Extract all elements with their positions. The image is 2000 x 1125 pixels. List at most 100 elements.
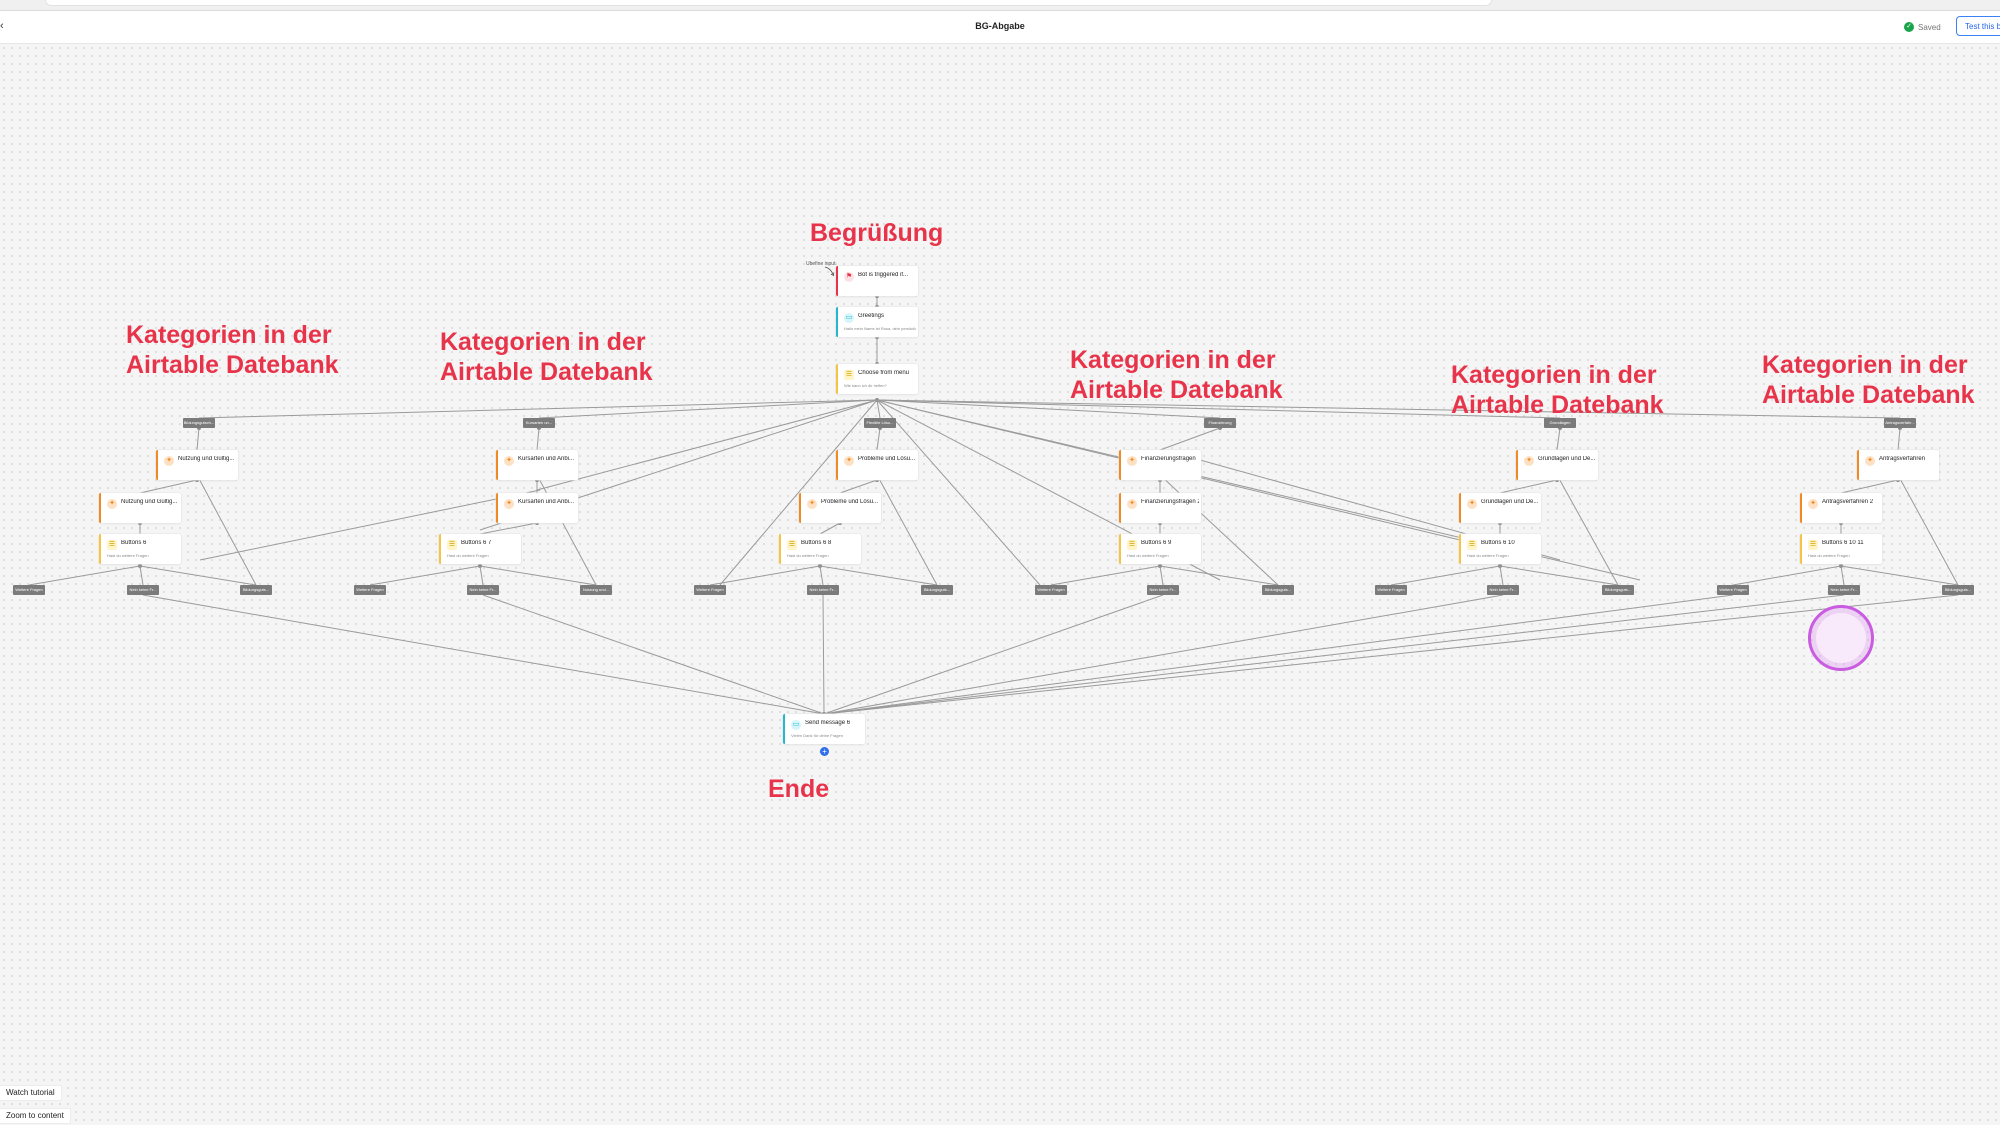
connection-line — [482, 594, 825, 715]
annotation-line: Airtable Datebank — [1070, 376, 1283, 404]
trigger-node[interactable]: ⚑Bot is triggered if... — [836, 266, 918, 296]
answer-chip[interactable]: Weitere Fragen — [1375, 585, 1407, 595]
category-chip[interactable]: Grundlagen — [1544, 418, 1576, 428]
annotation-line: Airtable Datebank — [440, 358, 653, 386]
ai-step-node-2[interactable]: ✦Nutzung und Gültig... — [99, 493, 181, 523]
back-chevron-icon[interactable]: ‹ — [0, 20, 4, 32]
connection-line — [198, 399, 878, 419]
annotation-line: Kategorien in der — [126, 321, 332, 349]
category-chip[interactable]: Finanzierung — [1204, 418, 1236, 428]
address-bar[interactable] — [45, 0, 1492, 6]
ai-step-node[interactable]: ✦Probleme und Lösu... — [836, 450, 918, 480]
node-label: Buttons 6 10 — [1481, 540, 1515, 546]
test-bot-button[interactable]: Test this bot — [1956, 16, 2000, 36]
annotation-line: Kategorien in der — [1070, 346, 1276, 374]
connection-line — [1159, 565, 1279, 586]
connection-line — [876, 399, 881, 419]
button-list-icon: ☰ — [1808, 540, 1818, 550]
ai-step-node-2[interactable]: ✦Probleme und Lösu... — [799, 493, 881, 523]
answer-chip[interactable]: Nein keine Fr... — [467, 585, 499, 595]
sparkle-icon: ✦ — [1127, 456, 1137, 466]
watch-tutorial-button[interactable]: Watch tutorial — [0, 1086, 61, 1100]
category-chip[interactable]: Kursarten un... — [523, 418, 555, 428]
answer-chip[interactable]: Bildungsguts... — [240, 585, 272, 595]
sparkle-icon: ✦ — [1467, 499, 1477, 509]
node-label: Finanzierungsfragen — [1141, 456, 1196, 462]
connection-line — [28, 565, 141, 586]
connection-line — [199, 489, 541, 561]
answer-chip[interactable]: Nein keine Fr... — [1487, 585, 1519, 595]
annotation-line: Airtable Datebank — [1451, 391, 1664, 419]
answer-chip[interactable]: Nein keine Fr... — [1147, 585, 1179, 595]
sparkle-icon: ✦ — [107, 499, 117, 509]
add-step-plus-icon[interactable]: + — [820, 747, 829, 756]
connection-line — [1840, 565, 1845, 586]
connection-line — [1732, 565, 1842, 586]
answer-chip[interactable]: Bildungsguts... — [1262, 585, 1294, 595]
node-label: Buttons 6 9 — [1141, 540, 1172, 546]
connection-line — [1159, 427, 1221, 451]
sparkle-icon: ✦ — [164, 456, 174, 466]
zoom-to-content-button[interactable]: Zoom to content — [0, 1109, 70, 1123]
answer-chip[interactable]: Weitere Fragen — [694, 585, 726, 595]
connection-line — [1556, 427, 1561, 451]
answer-chip[interactable]: Bildungsguts... — [1942, 585, 1974, 595]
category-chip[interactable]: Bildungsgutsch... — [183, 418, 215, 428]
ai-step-node-2[interactable]: ✦Grundlagen und De... — [1459, 493, 1541, 523]
ai-step-node[interactable]: ✦Antragsverfahren — [1857, 450, 1939, 480]
check-circle-icon: ✓ — [1904, 22, 1914, 32]
save-status: ✓ Saved — [1904, 22, 1941, 32]
ai-step-node[interactable]: ✦ Nutzung und Gültig... — [156, 450, 238, 480]
ai-step-node[interactable]: ✦Kursarten und Anbi... — [496, 450, 578, 480]
connection-line — [876, 399, 1561, 419]
chat-bubble-icon: ▭ — [791, 720, 801, 730]
answer-chip[interactable]: Weitere Fragen — [354, 585, 386, 595]
button-list-icon: ☰ — [1127, 540, 1137, 550]
category-chip[interactable]: Flexible Lösu... — [864, 418, 896, 428]
answer-chip[interactable]: Nein keine Fr... — [127, 585, 159, 595]
curved-arrow-icon — [824, 266, 835, 277]
connection-line — [196, 474, 257, 586]
node-label: Nutzung und Gültig... — [178, 456, 235, 462]
ai-step-node[interactable]: ✦Grundlagen und De... — [1516, 450, 1598, 480]
connection-line — [1499, 479, 1558, 494]
answer-chip[interactable]: Nein keine Fr... — [807, 585, 839, 595]
answer-chip[interactable]: Weitere Fragen — [13, 585, 45, 595]
category-chip[interactable]: Antragsverfahr... — [1884, 418, 1916, 428]
connection-line — [1897, 474, 1959, 586]
sparkle-icon: ✦ — [1865, 456, 1875, 466]
answer-chip[interactable]: Bildungsguts... — [921, 585, 953, 595]
button-list-icon: ☰ — [1467, 540, 1477, 550]
connection-line — [139, 565, 257, 586]
answer-chip[interactable]: Nein keine Fr... — [1828, 585, 1860, 595]
unique-input-note: Ubefine input — [806, 261, 836, 267]
connection-line — [719, 399, 878, 586]
node-label: Probleme und Lösu... — [821, 499, 879, 505]
connection-line — [1390, 565, 1501, 586]
answer-chip[interactable]: Bildungsguts... — [1602, 585, 1634, 595]
chat-bubble-icon: ▭ — [844, 313, 854, 323]
ai-step-node[interactable]: ✦ Finanzierungsfragen — [1119, 450, 1201, 480]
ai-step-node-2[interactable]: ✦Antragsverfahren 2 — [1800, 493, 1882, 523]
ai-step-node-2[interactable]: ✦Kursarten und Anbi... — [496, 493, 578, 523]
answer-chip[interactable]: Weitere Fragen — [1035, 585, 1067, 595]
node-label: Bot is triggered if... — [858, 272, 909, 278]
answer-chip[interactable]: Weitere Fragen — [1717, 585, 1749, 595]
node-preview: Wie kann ich dir helfen? — [844, 383, 887, 388]
connection-line — [823, 594, 1504, 715]
ai-step-node-2[interactable]: ✦Finanzierungsfragen 2 — [1119, 493, 1201, 523]
answer-chip[interactable]: Nutzung und... — [580, 585, 612, 595]
sparkle-icon: ✦ — [844, 456, 854, 466]
